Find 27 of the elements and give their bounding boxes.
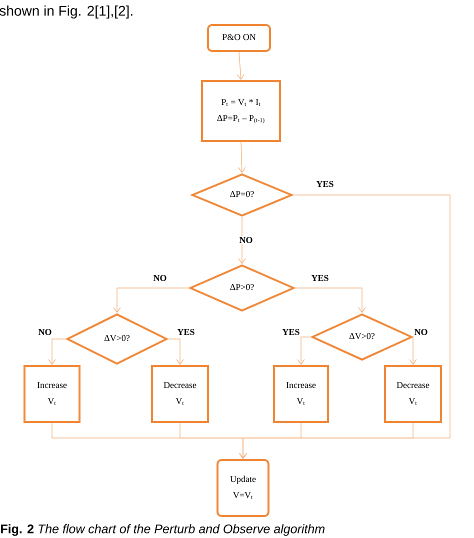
edge-label: NO (413, 328, 429, 336)
arrow (238, 216, 246, 264)
arrow (168, 338, 184, 365)
arrow (238, 142, 246, 173)
arrow (409, 336, 417, 365)
edge-label: YES (315, 180, 335, 188)
arrow (294, 288, 366, 313)
caption: Fig. 2 The flow chart of the Perturb and Observe algorithm (1, 524, 324, 536)
arrow (48, 338, 66, 365)
process-box: P$_{t}$ = V$_{t}$ * I$_{t}$ ΔP=P$_{t}$ – P$_{(t-1)}$ (201, 80, 281, 142)
process-box: Decrease V$_{t}$ (151, 365, 209, 423)
edge-label: NO (238, 236, 254, 244)
edge-label: NO (37, 328, 53, 336)
edge-label: YES (281, 328, 301, 336)
process-box: Decrease V$_{t}$ (384, 365, 442, 423)
body-text: shown in Fig. 2[1],[2]. (0, 5, 132, 19)
terminal-box: P&O ON (207, 24, 271, 52)
arrow (239, 422, 414, 459)
process-box: Increase V$_{t}$ (24, 365, 80, 423)
arrow (236, 52, 244, 80)
terminal-box: Update V=V$_{t}$ (216, 459, 270, 517)
process-box: Increase V$_{t}$ (273, 365, 329, 423)
edge-label: NO (152, 274, 168, 282)
arrow (113, 288, 190, 313)
edge-label: YES (310, 274, 330, 282)
arrow (297, 336, 312, 365)
edge-label: YES (176, 328, 196, 336)
